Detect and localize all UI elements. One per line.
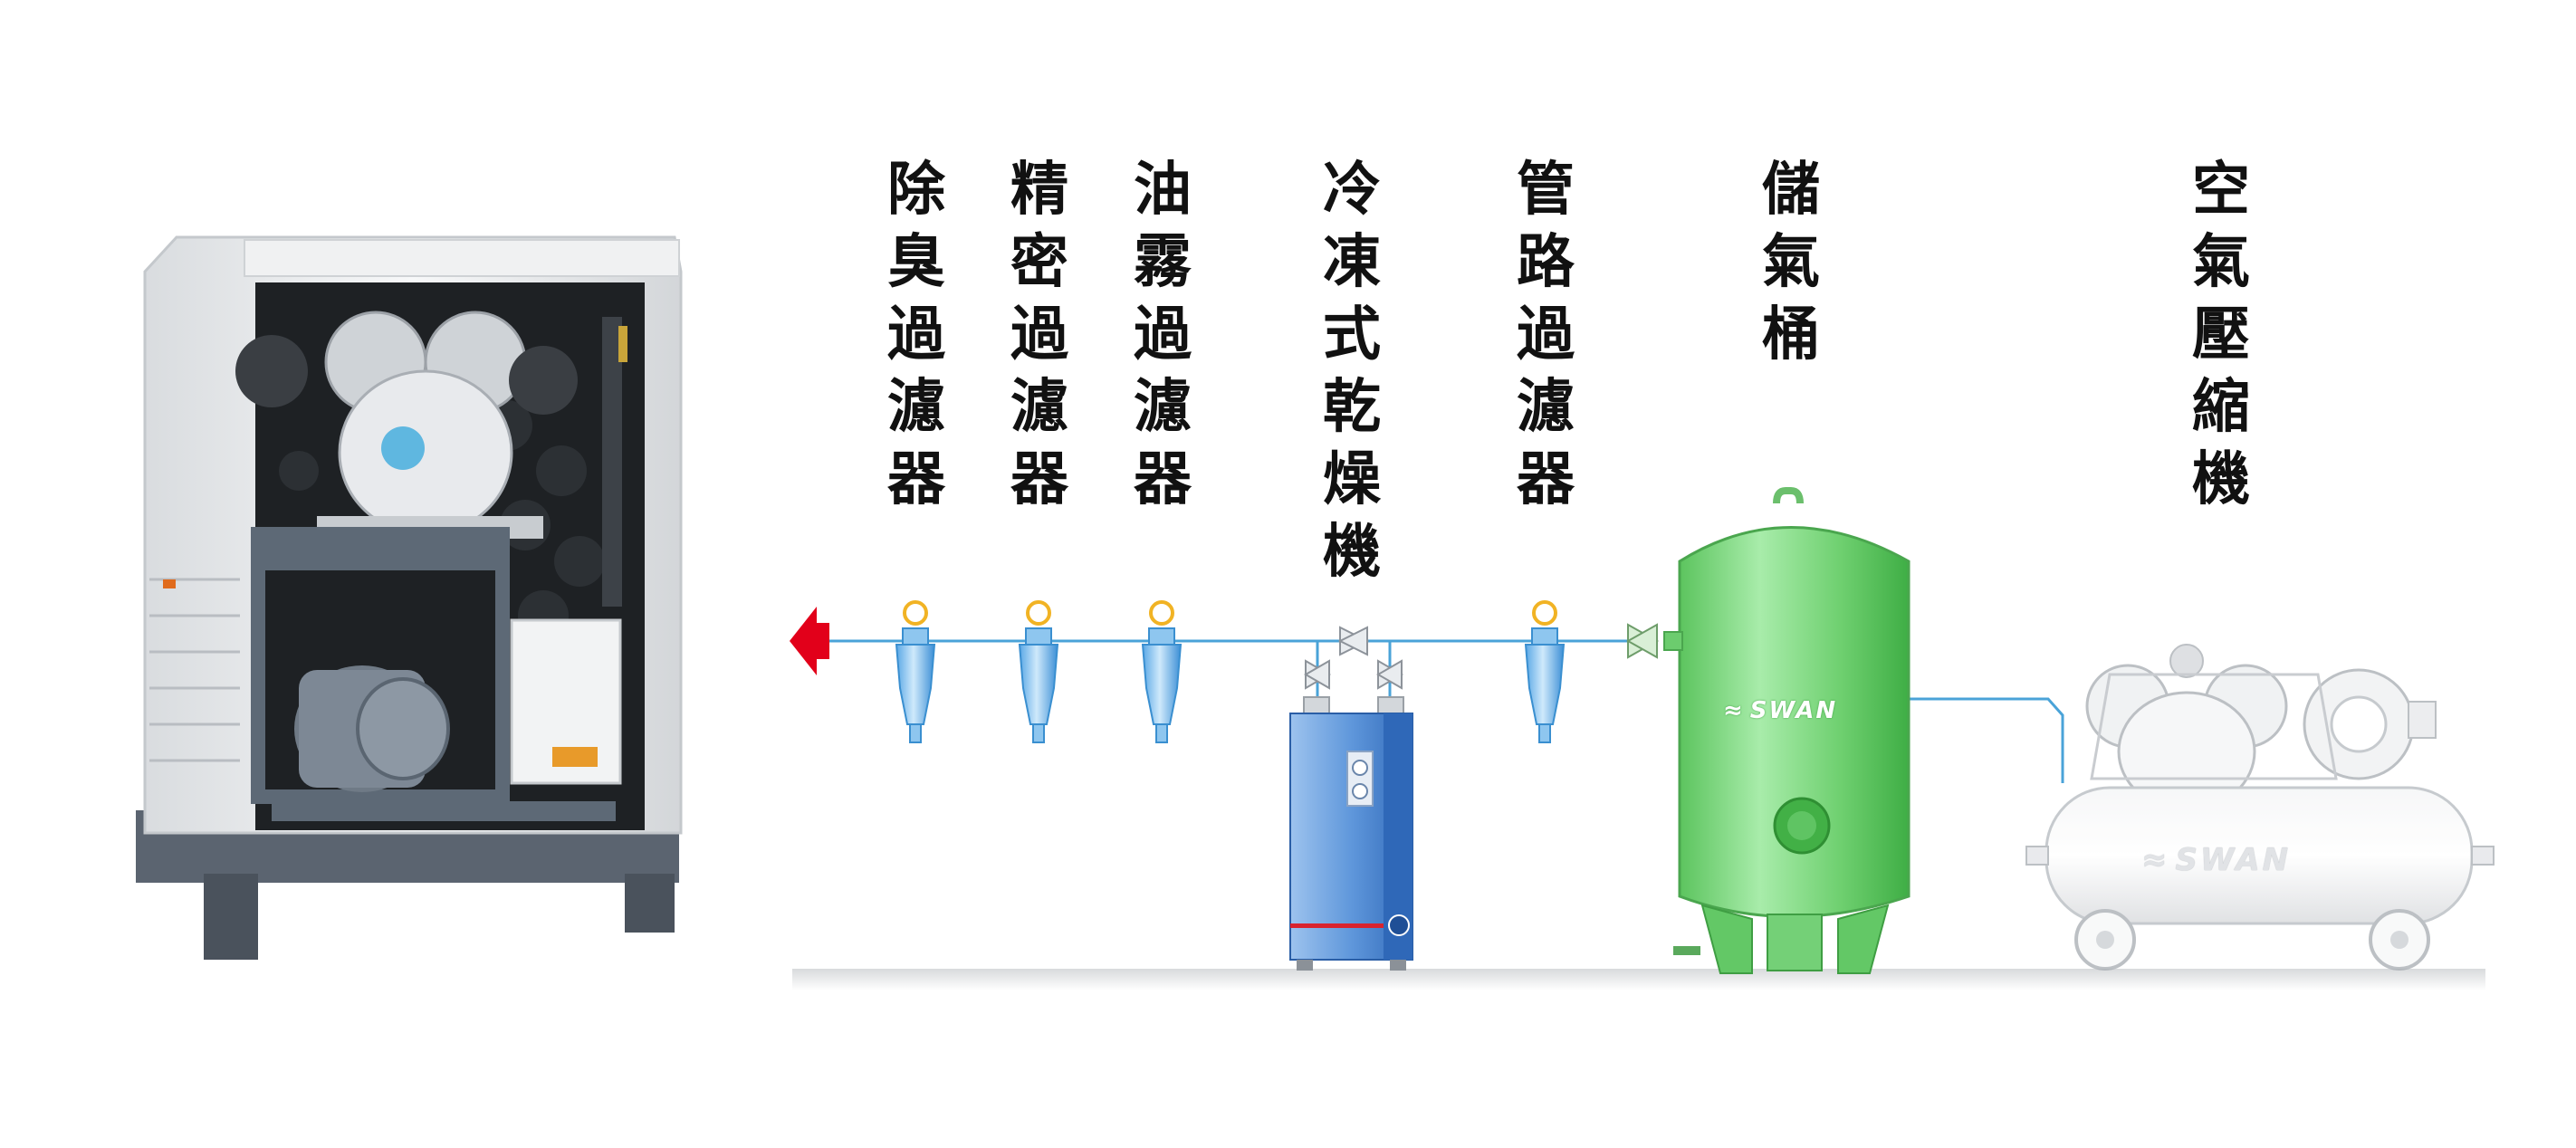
label-char: 器 [1010,446,1068,513]
dryer-red-stripe [1290,923,1384,928]
label-char: 凍 [1323,229,1381,296]
label-char: 濾 [1517,374,1575,441]
outflow-arrow-tail [815,623,829,659]
label-char: 冷 [1323,157,1381,224]
control-box-label [552,747,598,767]
label-char: 過 [887,301,945,368]
air-tank-unit [1663,487,1910,974]
label-char: 精 [1010,157,1068,224]
label-char: 器 [1517,446,1575,513]
label-char: 器 [1134,446,1192,513]
tank-logo-text: SWAN [1749,697,1838,724]
label-precision-filter: 精密過濾器 [1003,154,1076,516]
label-char: 壓 [2192,301,2250,368]
label-char: 儲 [1762,157,1820,224]
dryer-valve-right [1375,659,1404,690]
compressor-swan-logo: ≈SWAN [2141,842,2341,878]
label-char: 除 [887,157,945,224]
label-air-tank: 儲氣桶 [1755,154,1827,371]
filter-unit-line [1524,600,1566,743]
label-char: 密 [1010,229,1068,296]
air-compressor-unit [2025,644,2495,971]
outflow-arrow [790,607,817,675]
floor-strip [792,969,2485,990]
label-char: 路 [1517,229,1575,296]
label-char: 油 [1134,157,1192,224]
label-char: 過 [1517,301,1575,368]
label-char: 氣 [1762,229,1820,296]
tank-outlet-valve [1625,623,1660,659]
label-char: 濾 [1134,374,1192,441]
label-char: 臭 [887,229,945,296]
interior-valve [618,326,627,362]
motor-frame-top [258,534,503,570]
label-char: 管 [1517,157,1575,224]
tank-swan-logo: ≈SWAN [1723,697,1859,724]
label-char: 器 [887,446,945,513]
label-char: 濾 [1010,374,1068,441]
label-char: 濾 [887,374,945,441]
label-char: 過 [1010,301,1068,368]
dryer-valve-left [1303,659,1332,690]
label-char: 式 [1323,301,1381,368]
label-deodorizing-filter: 除臭過濾器 [880,154,953,516]
cabinet-indicator [163,579,176,588]
cabinet-compressor [136,235,683,960]
label-char: 乾 [1323,374,1381,441]
filter-unit-precision [1018,600,1059,743]
tank-swan-logo-mark: ≈ [1723,697,1745,724]
filter-unit-oil-mist [1141,600,1183,743]
label-line-filter: 管路過濾器 [1509,154,1582,516]
compressor-logo-text: SWAN [2175,842,2292,878]
filter-unit-deodorizing [895,600,936,743]
label-oil-mist-filter: 油霧過濾器 [1126,154,1199,516]
label-refrigerated-dryer: 冷凍式乾燥機 [1316,154,1388,588]
label-char: 過 [1134,301,1192,368]
label-char: 燥 [1323,446,1381,513]
compressor-swan-logo-mark: ≈ [2141,842,2170,878]
motor-rail [272,801,616,821]
interior-pipe [602,317,622,607]
cabinet-foot-right [625,874,675,933]
label-char: 機 [2192,446,2250,513]
electric-motor [294,665,450,792]
cabinet-top-panel [244,239,680,277]
cabinet-foot-left [204,874,258,960]
label-char: 霧 [1134,229,1192,296]
label-air-compressor: 空氣壓縮機 [2185,154,2257,516]
refrigerated-dryer-unit [1289,696,1413,971]
bypass-valve-top [1337,626,1370,656]
label-char: 機 [1323,519,1381,586]
label-char: 空 [2192,157,2250,224]
label-char: 氣 [2192,229,2250,296]
label-char: 桶 [1762,301,1820,368]
label-char: 縮 [2192,374,2250,441]
